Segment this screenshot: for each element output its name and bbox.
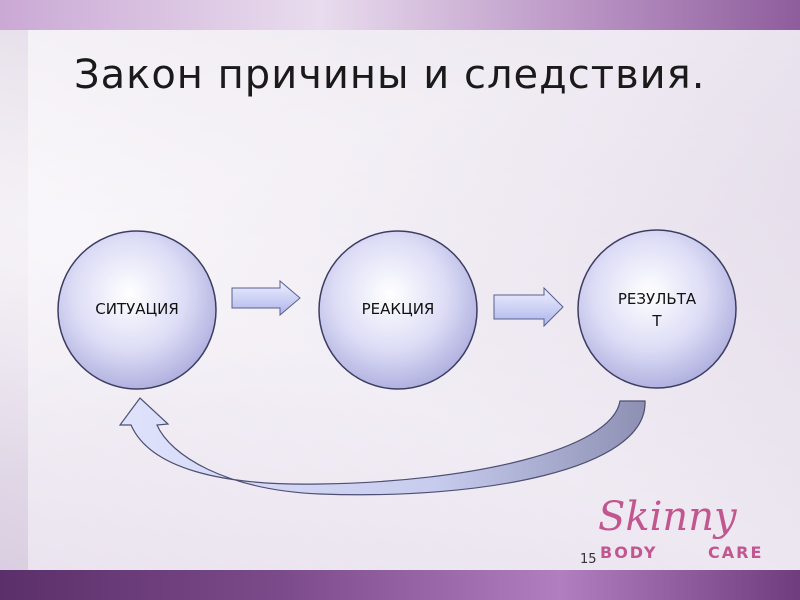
node-situation: СИТУАЦИЯ	[57, 230, 217, 390]
top-decor-band	[0, 0, 800, 30]
arrow-reaction-to-result	[493, 286, 564, 328]
slide-title: Закон причины и следствия.	[74, 52, 706, 98]
logo-care-text: CARE	[708, 543, 763, 562]
logo-body-text: BODY	[600, 543, 658, 562]
bottom-decor-band	[0, 570, 800, 600]
skinny-body-care-logo: Skinny BODY CARE	[598, 494, 763, 562]
node-situation-label: СИТУАЦИЯ	[95, 300, 179, 318]
feedback-curved-arrow	[118, 397, 646, 496]
node-reaction: РЕАКЦИЯ	[318, 230, 478, 390]
node-result-label-line1: РЕЗУЛЬТА	[618, 290, 697, 308]
node-result-label-line2: Т	[651, 312, 662, 330]
node-reaction-label: РЕАКЦИЯ	[362, 300, 435, 318]
logo-script-text: Skinny	[598, 494, 738, 540]
node-result: РЕЗУЛЬТА Т	[577, 229, 737, 389]
page-number: 15	[580, 552, 597, 567]
arrow-situation-to-reaction	[231, 279, 301, 317]
